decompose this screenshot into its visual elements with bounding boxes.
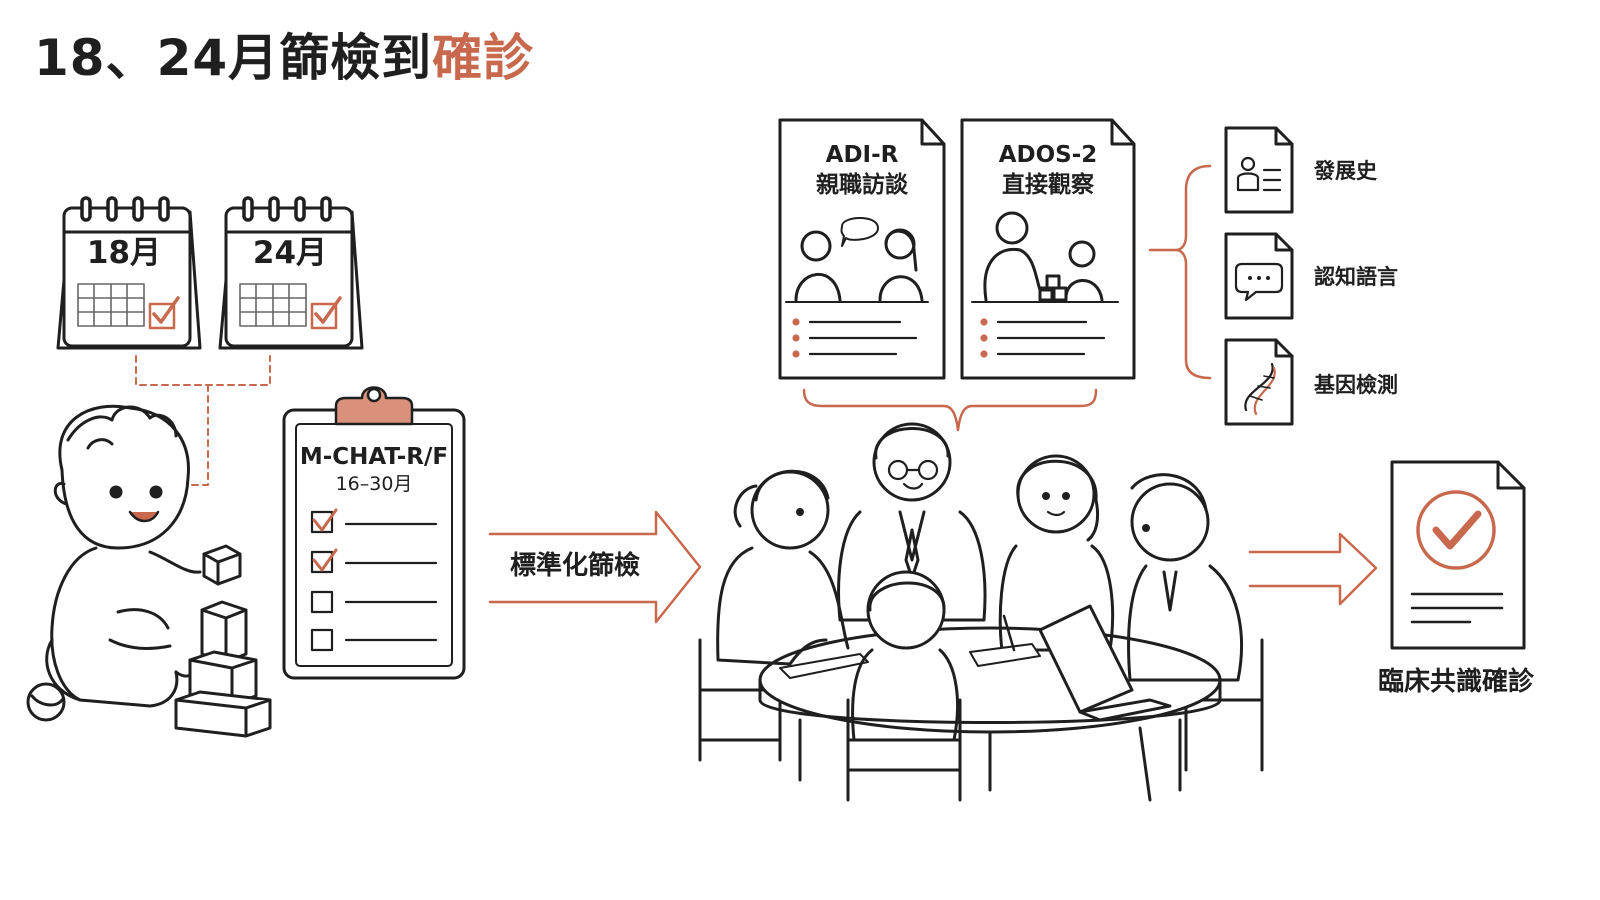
dna-icon xyxy=(1224,338,1294,426)
calendar-label-24: 24月 xyxy=(252,235,328,271)
supplementary-label-history: 發展史 xyxy=(1314,159,1377,183)
clinical-team-icon xyxy=(698,422,1264,802)
screening-arrow-label: 標準化篩檢 xyxy=(509,551,640,581)
clipboard-icon xyxy=(282,386,466,680)
title-main: 18、24月篩檢到 xyxy=(34,29,433,87)
checkmark-document-icon xyxy=(1390,460,1526,650)
page-title: 18、24月篩檢到確診 xyxy=(34,26,534,90)
assessment-code-adi-r: ADI-R xyxy=(825,142,899,168)
supplementary-label-genetic: 基因檢測 xyxy=(1314,373,1398,397)
assessment-desc-ados-2: 直接觀察 xyxy=(1002,172,1094,198)
calendar-connector xyxy=(135,355,271,486)
assessment-desc-adi-r: 親職訪談 xyxy=(816,172,908,198)
supplementary-label-cognition: 認知語言 xyxy=(1314,265,1398,289)
speech-bubble-icon xyxy=(1224,232,1294,320)
screening-tool-name: M-CHAT-R/F xyxy=(299,444,449,470)
document-icon-ados-2 xyxy=(960,118,1136,380)
calendar-icon-24 xyxy=(218,196,364,350)
assessment-code-ados-2: ADOS-2 xyxy=(998,142,1098,168)
title-accent: 確診 xyxy=(432,29,535,87)
screening-arrow xyxy=(488,510,702,624)
supplementary-brace xyxy=(1148,164,1212,380)
profile-document-icon xyxy=(1224,126,1294,214)
document-icon-adi-r xyxy=(778,118,946,380)
calendar-label-18: 18月 xyxy=(86,235,162,271)
screening-tool-age-range: 16–30月 xyxy=(335,473,413,495)
toy-blocks-icon xyxy=(174,544,272,738)
result-label: 臨床共識確診 xyxy=(1377,667,1534,697)
result-arrow xyxy=(1248,532,1378,606)
calendar-icon-18 xyxy=(56,196,202,350)
child-icon xyxy=(26,404,202,722)
documents-brace xyxy=(802,388,1098,432)
